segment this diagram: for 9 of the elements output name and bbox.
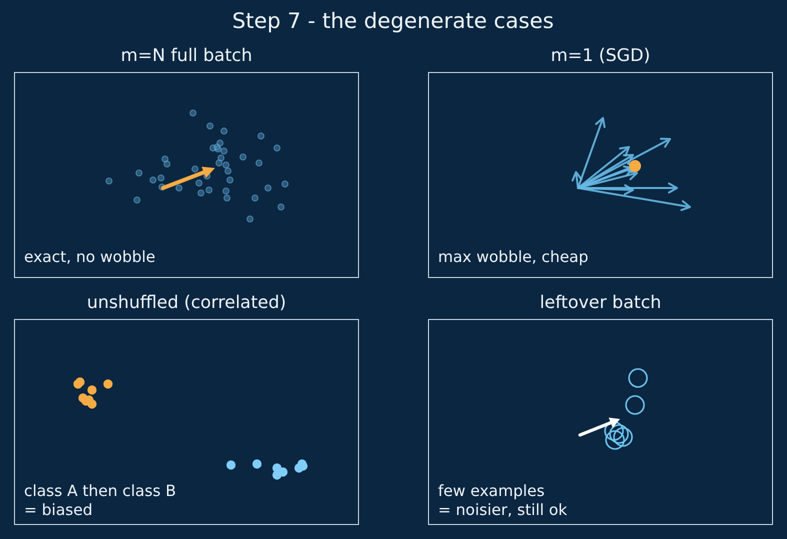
- panel-caption: max wobble, cheap: [438, 248, 588, 266]
- panel-title: m=1 (SGD): [550, 46, 650, 67]
- panel-caption: exact, no wobble: [24, 248, 156, 266]
- figure-title: Step 7 - the degenerate cases: [232, 9, 554, 35]
- panel-caption: few examples = noisier, still ok: [438, 482, 568, 519]
- panel-title: unshuffled (correlated): [86, 293, 286, 314]
- panel-caption: class A then class B = biased: [24, 482, 178, 519]
- panel-title: leftover batch: [540, 293, 662, 314]
- panel-title: m=N full batch: [120, 46, 252, 67]
